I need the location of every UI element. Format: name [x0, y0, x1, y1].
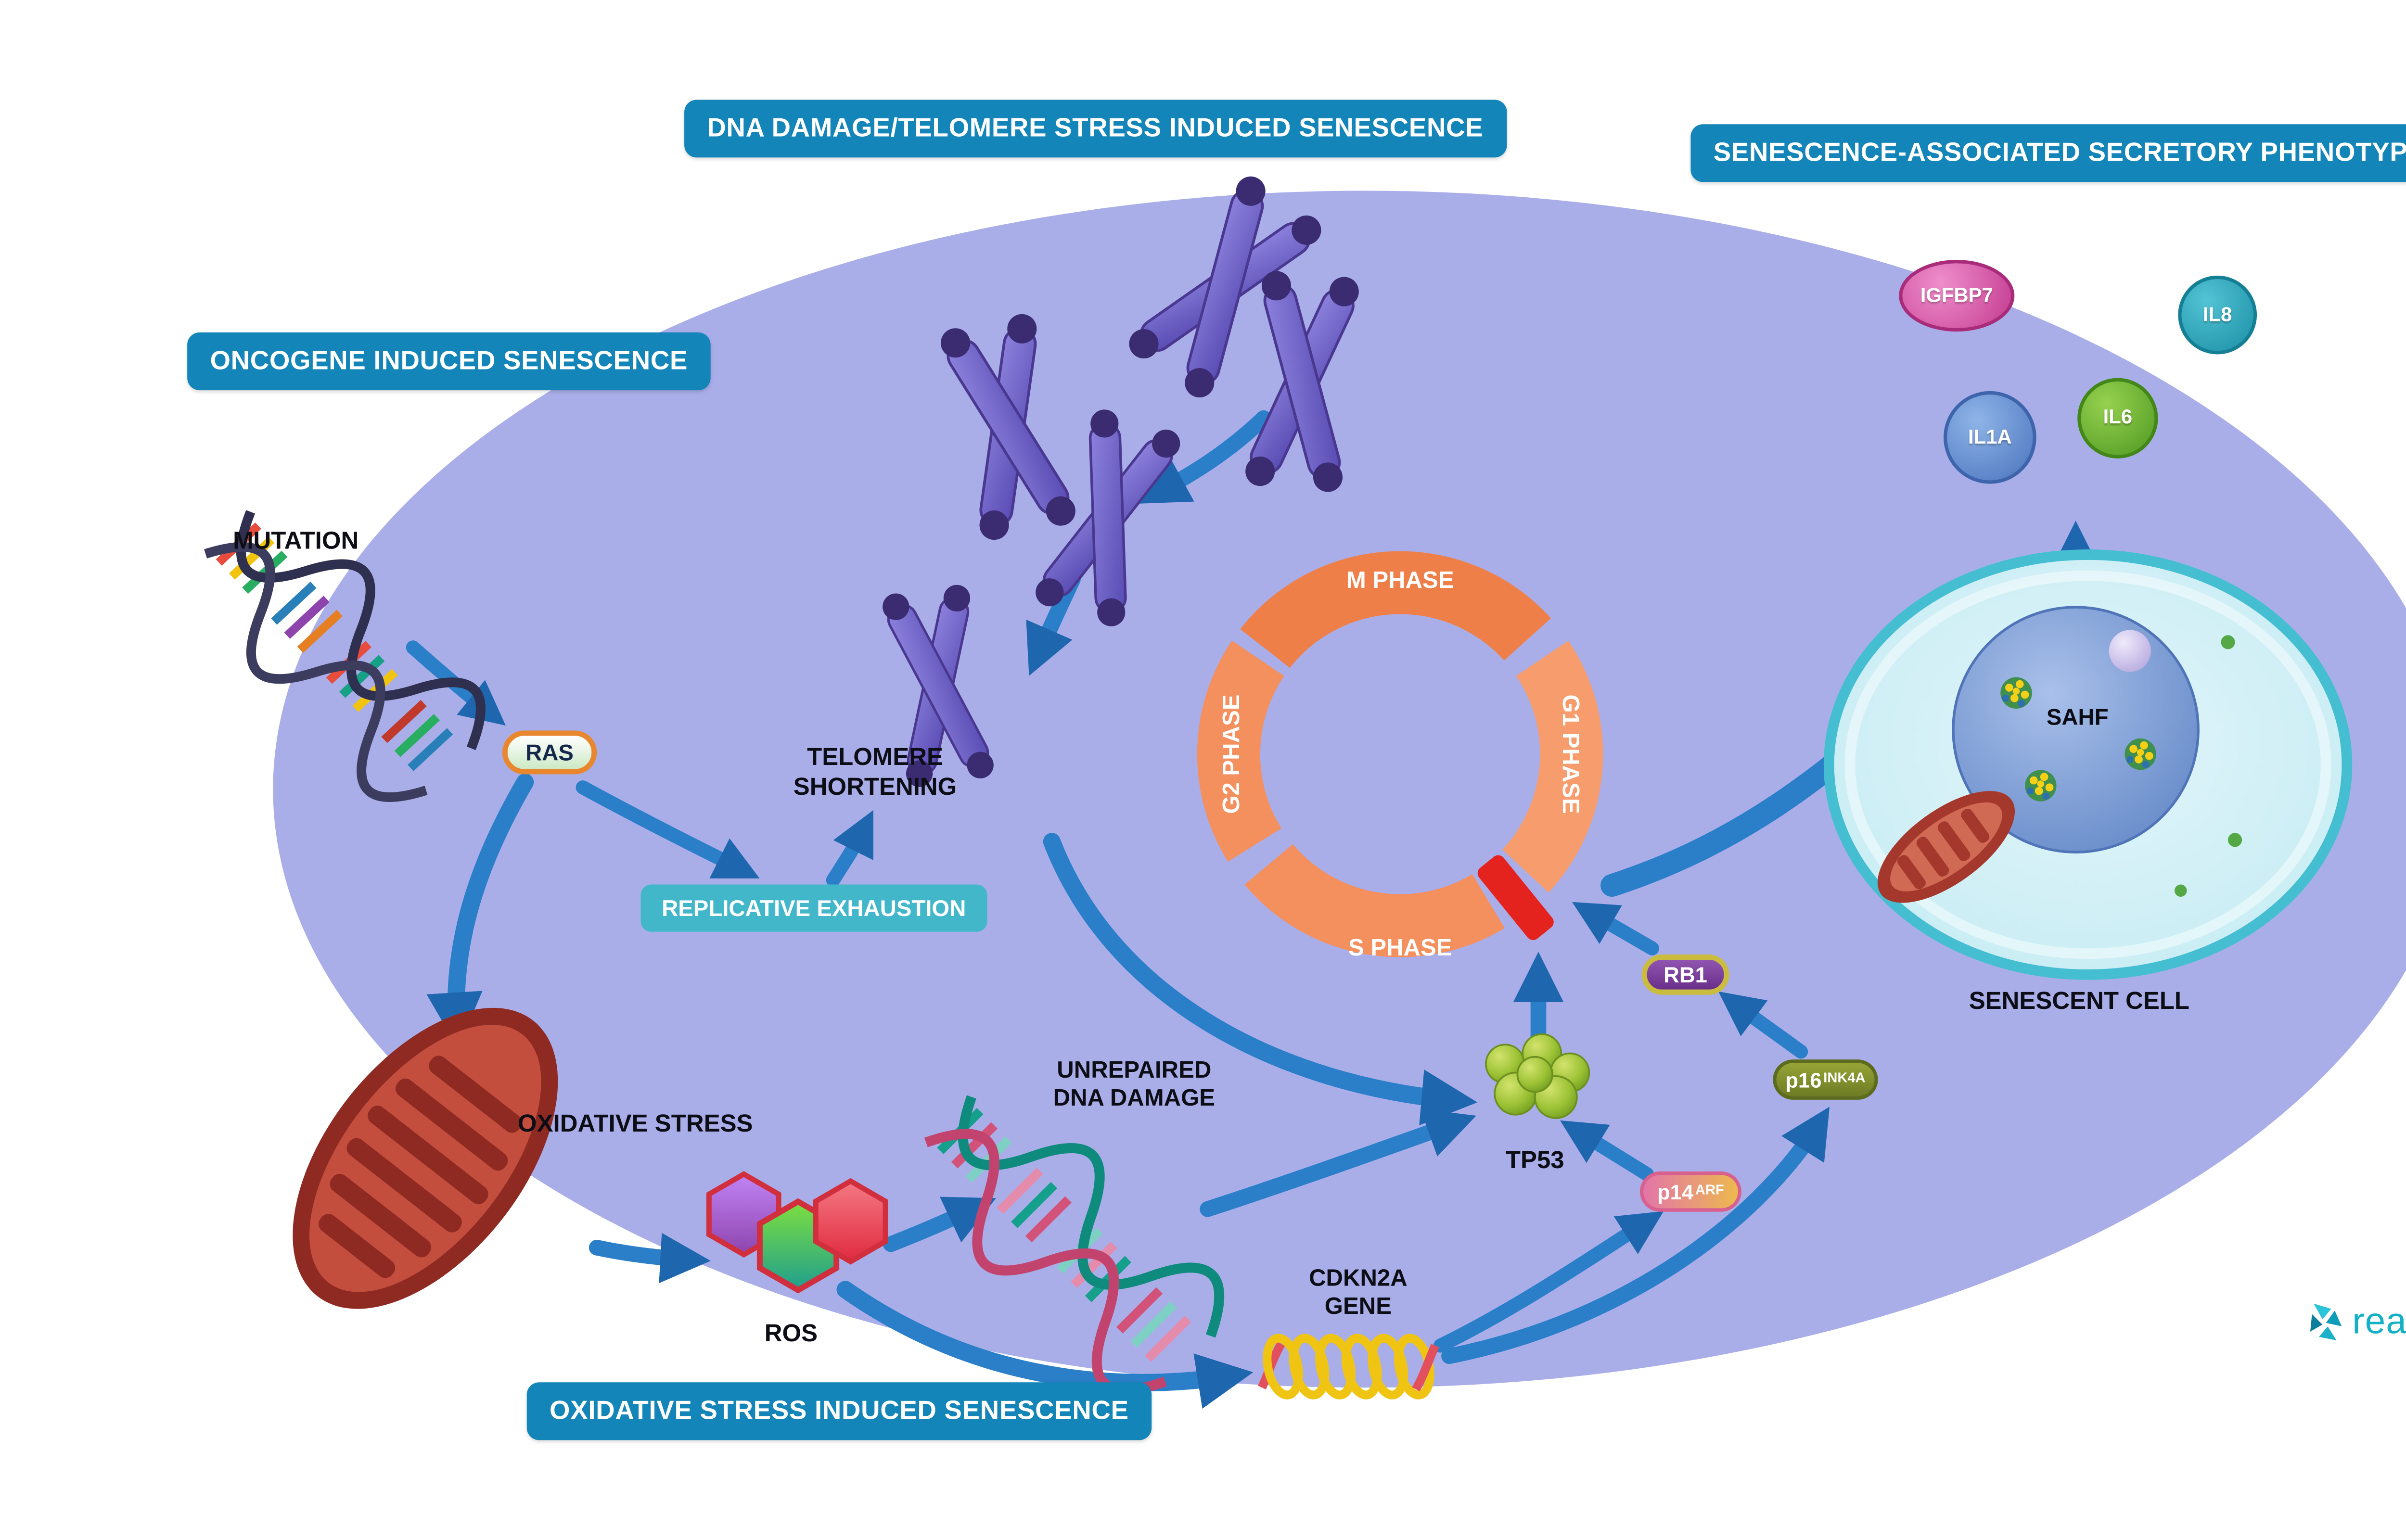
rb1-node: RB1 [1641, 955, 1729, 995]
reactome-logo-text: reactome [2352, 1302, 2406, 1342]
telomere-shortening-label: TELOMERE SHORTENING [793, 742, 957, 800]
banner-dna-damage-senescence: DNA DAMAGE/TELOMERE STRESS INDUCED SENES… [684, 100, 1506, 158]
il8-node: IL8 [2178, 275, 2257, 355]
nucleolus-icon [2109, 630, 2151, 672]
sahf-focus-icon [2000, 677, 2032, 709]
sahf-focus-icon [2025, 770, 2057, 802]
arrow-ras-to-replicative-exhaustion [576, 780, 760, 878]
cell-cycle-g2-segment [1197, 640, 1285, 862]
tp53-label: TP53 [1505, 1145, 1564, 1174]
pathway-arrows [406, 410, 2110, 1409]
banner-oncogene-senescence: ONCOGENE INDUCED SENESCENCE [187, 332, 711, 391]
ros-hexagon-red [813, 1178, 888, 1265]
banner-sasp: SENESCENCE-ASSOCIATED SECRETORY PHENOTYP… [1690, 124, 2406, 182]
sahf-label: SAHF [2046, 703, 2109, 730]
cdkn2a-gene-coil-icon [1258, 1334, 1439, 1400]
mutation-label: MUTATION [233, 526, 359, 554]
ras-text: RAS [525, 739, 574, 766]
cell-cycle-m-segment [1240, 551, 1551, 668]
p14-base-text: p14 [1657, 1179, 1694, 1204]
il6-node: IL6 [2077, 378, 2158, 458]
cytoplasm-granule [2175, 884, 2187, 897]
il1a-node: IL1A [1943, 391, 2036, 484]
arrow-ras-to-oxidative-stress [426, 773, 534, 1049]
arrow-p14-to-tp53 [1560, 1120, 1654, 1182]
replicative-exhaustion-node: REPLICATIVE EXHAUSTION [640, 884, 987, 932]
cell-cycle-s-segment [1244, 843, 1505, 957]
cell-cycle-ring: M PHASE G1 PHASE S PHASE G2 PHASE [1197, 551, 1603, 961]
g2-phase-label: G2 PHASE [1218, 694, 1244, 814]
arrow-p16-to-rb1 [1718, 991, 1808, 1059]
arrow-rb1-to-cell-cycle [1572, 902, 1659, 955]
arrow-replicative-to-telomere [826, 810, 873, 888]
sahf-focus-icon [2124, 738, 2156, 770]
arrow-telomere-to-tp53 [1043, 833, 1478, 1126]
p16-base-text: p16 [1785, 1067, 1822, 1092]
arrow-ros-to-cdkn2a [836, 1281, 1254, 1409]
arrow-chromosome-step-1 [1138, 410, 1272, 504]
arrow-cdkn2a-to-p16 [1441, 1107, 1830, 1364]
p16-sup-text: INK4A [1823, 1070, 1866, 1086]
arrow-cdkn2a-to-p14 [1433, 1211, 1664, 1353]
unrepaired-dna-damage-label: UNREPAIRED DNA DAMAGE [1053, 1056, 1216, 1111]
rb1-text: RB1 [1664, 962, 1707, 987]
cell-cycle-g1-segment [1502, 640, 1603, 893]
cytoplasm-granule [2221, 635, 2235, 649]
reactome-pinwheel-icon [2310, 1303, 2342, 1341]
ros-label: ROS [764, 1318, 818, 1347]
arrow-ros-to-dna-damage [883, 1196, 996, 1252]
cytoplasm-granule [2228, 833, 2242, 847]
senescent-cell-label: SENESCENT CELL [1969, 986, 2190, 1015]
arrow-mitochondria-to-ros [589, 1233, 711, 1284]
igfbp7-node: IGFBP7 [1899, 260, 2015, 332]
reactome-logo[interactable]: reactome [2307, 1300, 2406, 1346]
p14-sup-text: ARF [1695, 1182, 1724, 1198]
banner-oxidative-senescence: OXIDATIVE STRESS INDUCED SENESCENCE [526, 1382, 1152, 1440]
cdkn2a-gene-label: CDKN2A GENE [1309, 1264, 1408, 1320]
s-phase-label: S PHASE [1348, 935, 1452, 961]
m-phase-label: M PHASE [1346, 567, 1454, 593]
cell-cycle-arrest-block [1477, 855, 1554, 941]
ros-molecules [706, 1171, 888, 1294]
arrow-dna-damage-to-tp53 [1200, 1108, 1476, 1217]
oxidative-stress-label: OXIDATIVE STRESS [517, 1108, 753, 1137]
ras-node: RAS [502, 730, 597, 775]
mitochondrion-icon [293, 1007, 558, 1309]
senescent-cell [1823, 549, 2353, 980]
g1-phase-label: G1 PHASE [1558, 694, 1584, 814]
small-mitochondrion-icon [1877, 791, 2015, 903]
tp53-protein-icon [1485, 1033, 1590, 1119]
